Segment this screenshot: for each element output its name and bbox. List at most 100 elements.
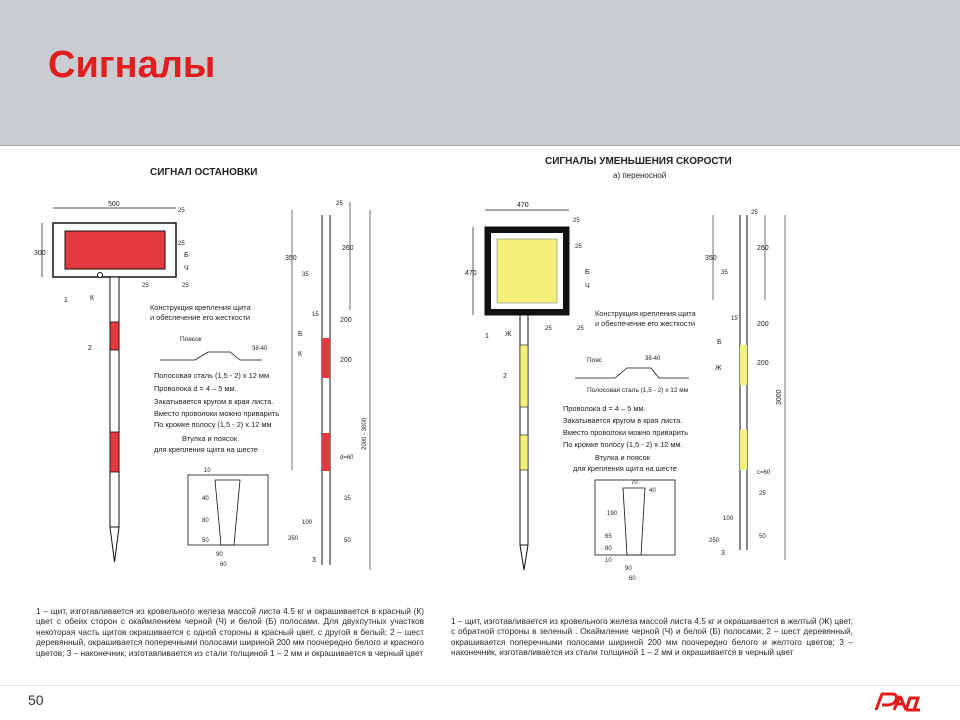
- dim-10: 10: [204, 468, 211, 474]
- dim-200a-r: 200: [757, 321, 769, 328]
- note-instead-2: По кромке полосу (1,5 - 2) х 12 мм: [154, 420, 272, 429]
- label-n3-r: 3: [721, 550, 725, 557]
- note-sleeve-2-r: для крепления щита на шесте: [573, 464, 677, 473]
- dim-500: 500: [108, 201, 120, 208]
- sleeve-detail-cone-r: [622, 487, 646, 556]
- dim-50: 50: [344, 538, 351, 544]
- stop-board-red: [64, 230, 166, 270]
- label-zh-r: Ж: [505, 331, 512, 338]
- note-steel: Полосовая сталь (1,5 - 2) х 12 мм: [154, 371, 269, 380]
- sleeve-detail-frame-r: [594, 479, 676, 556]
- dim-65: 65: [605, 534, 612, 540]
- dim-200a: 200: [340, 317, 352, 324]
- page-number: 50: [28, 692, 44, 708]
- label-b: Б: [184, 252, 189, 259]
- dim-70: 70: [631, 480, 638, 486]
- pole-red-stripe-2: [109, 431, 120, 473]
- dim-260-r: 260: [757, 245, 769, 252]
- note-instead-1: Вместо проволоки можно приварить: [154, 409, 279, 418]
- dim-470v: 470: [465, 270, 477, 277]
- label-n1-r: 1: [485, 333, 489, 340]
- dim-40-r: 40: [649, 488, 656, 494]
- dim-100: 100: [302, 520, 313, 526]
- note-mount-1-r: Конструкция крепления щита: [595, 309, 697, 318]
- dim-35: 35: [302, 272, 309, 278]
- dim-25c: 25: [142, 283, 149, 289]
- stop-signal-caption: 1 – щит, изготавливается из кровельного …: [36, 606, 424, 658]
- label-poyas-r: Пояс: [587, 357, 603, 364]
- sleeve-detail-frame: [187, 474, 269, 546]
- note-sleeve-1-r: Втулка и поясок: [595, 453, 651, 462]
- dim-15: 15: [312, 312, 319, 318]
- pole-tip: [109, 526, 120, 563]
- side-red-stripe-1: [322, 338, 330, 378]
- dim-50-r: 50: [759, 534, 766, 540]
- dim-80: 80: [202, 518, 209, 524]
- dim-25b-r: 25: [575, 244, 582, 250]
- side-yellow-stripe-2: [740, 430, 747, 470]
- speed-signal-caption: 1 – щит, изготавливается из кровельного …: [451, 616, 853, 658]
- dim-25b: 25: [178, 241, 185, 247]
- label-b-r: Б: [585, 269, 590, 276]
- label-k2: К: [298, 351, 303, 358]
- stop-signal-panel: СИГНАЛ ОСТАНОВКИ 500 300 25 25 25 25 Б Ч…: [30, 150, 428, 685]
- stop-signal-drawing: СИГНАЛ ОСТАНОВКИ 500 300 25 25 25 25 Б Ч…: [34, 167, 371, 570]
- note-roll: Закатывается кругом в края листа.: [154, 397, 273, 406]
- dim-25d: 25: [182, 283, 189, 289]
- dim-40: 40: [202, 496, 209, 502]
- dim-100-r: 100: [723, 516, 734, 522]
- slide-title: Сигналы: [48, 44, 216, 86]
- stop-pole: [109, 276, 120, 528]
- dim-35-r: 35: [721, 270, 728, 276]
- note-roll-r: Закатывается кругом в края листа.: [563, 416, 682, 425]
- dim-470: 470: [517, 202, 529, 209]
- label-n2-r: 2: [503, 373, 507, 380]
- sleeve-detail-cone: [214, 479, 241, 546]
- note-instead-2-r: По кромке полосу (1,5 - 2) х 12 мм.: [563, 440, 683, 449]
- side-red-stripe-2: [322, 433, 330, 471]
- dim-190: 190: [607, 511, 618, 517]
- footer-divider: [0, 685, 960, 686]
- label-poyasok: Поясок: [180, 336, 202, 343]
- dim-260: 260: [342, 245, 354, 252]
- dim-38-40: 38-40: [252, 346, 268, 352]
- dim-side-25: 25: [336, 201, 343, 207]
- label-b2: Б: [298, 331, 303, 338]
- speed-signal-drawing: СИГНАЛЫ УМЕНЬШЕНИЯ СКОРОСТИ а) переносно…: [465, 156, 786, 582]
- speed-signal-subheading: а) переносной: [613, 171, 666, 180]
- speed-pole-tip: [519, 544, 529, 571]
- note-mount-1: Конструкция крепления щита: [150, 303, 252, 312]
- dim-25a-r: 25: [573, 218, 580, 224]
- board-bolt: [97, 272, 103, 278]
- side-yellow-stripe-1: [740, 345, 747, 385]
- dim-side-25-r: 25: [751, 210, 758, 216]
- rzd-logo-icon: [872, 690, 924, 717]
- label-n3: 3: [312, 557, 316, 564]
- dim-d60: d=60: [340, 455, 354, 461]
- note-sleeve-2: для крепления щита на шесте: [154, 445, 258, 454]
- dim-25e-r: 25: [759, 491, 766, 497]
- note-sleeve-1: Втулка и поясок: [182, 434, 238, 443]
- dim-80-r: 80: [605, 546, 612, 552]
- dim-25d-r: 25: [577, 326, 584, 332]
- speed-signal-heading: СИГНАЛЫ УМЕНЬШЕНИЯ СКОРОСТИ: [545, 156, 732, 167]
- dim-250-25: 25: [344, 496, 351, 502]
- dim-200b: 200: [340, 357, 352, 364]
- speed-signal-panel: СИГНАЛЫ УМЕНЬШЕНИЯ СКОРОСТИ а) переносно…: [445, 150, 865, 690]
- dim-38-40-r: 38-40: [645, 356, 661, 362]
- clamp-sketch-r: [575, 367, 689, 379]
- dim-60b: 60: [220, 562, 227, 568]
- label-n1: 1: [64, 297, 68, 304]
- label-ch: Ч: [184, 265, 189, 272]
- label-ch-r: Ч: [585, 283, 590, 290]
- note-instead-1-r: Вместо проволоки можно приварить: [563, 428, 688, 437]
- label-n2: 2: [88, 345, 92, 352]
- pole-yellow-stripe-1: [519, 344, 529, 408]
- header-band: [0, 0, 960, 145]
- label-b2-r: Б: [717, 339, 722, 346]
- dim-10-r: 10: [605, 558, 612, 564]
- pole-red-stripe-1: [109, 321, 120, 351]
- label-zh2-r: Ж: [715, 365, 722, 372]
- dim-c60: c=60: [757, 470, 771, 476]
- dim-50b: 50: [202, 538, 209, 544]
